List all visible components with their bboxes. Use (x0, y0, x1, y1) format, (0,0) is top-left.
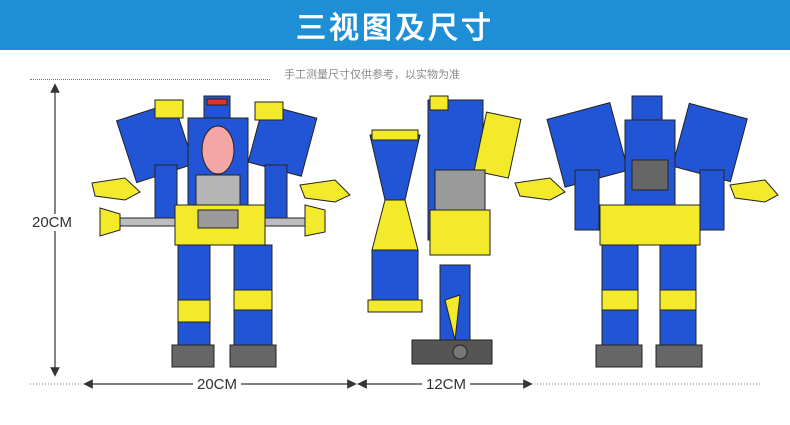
side-depth-label: 12CM (422, 376, 471, 393)
title-banner: 三视图及尺寸 (0, 0, 790, 50)
measurement-note: 手工测量尺寸仅供参考，以实物为准 (284, 68, 460, 81)
side-view-robot (367, 95, 522, 365)
top-dotted-line (30, 79, 270, 80)
front-width-label: 20CM (193, 376, 242, 393)
page-title: 三视图及尺寸 (296, 11, 494, 46)
back-view-robot (514, 95, 779, 368)
height-label: 20CM (32, 214, 73, 231)
front-view-robot (91, 95, 351, 368)
